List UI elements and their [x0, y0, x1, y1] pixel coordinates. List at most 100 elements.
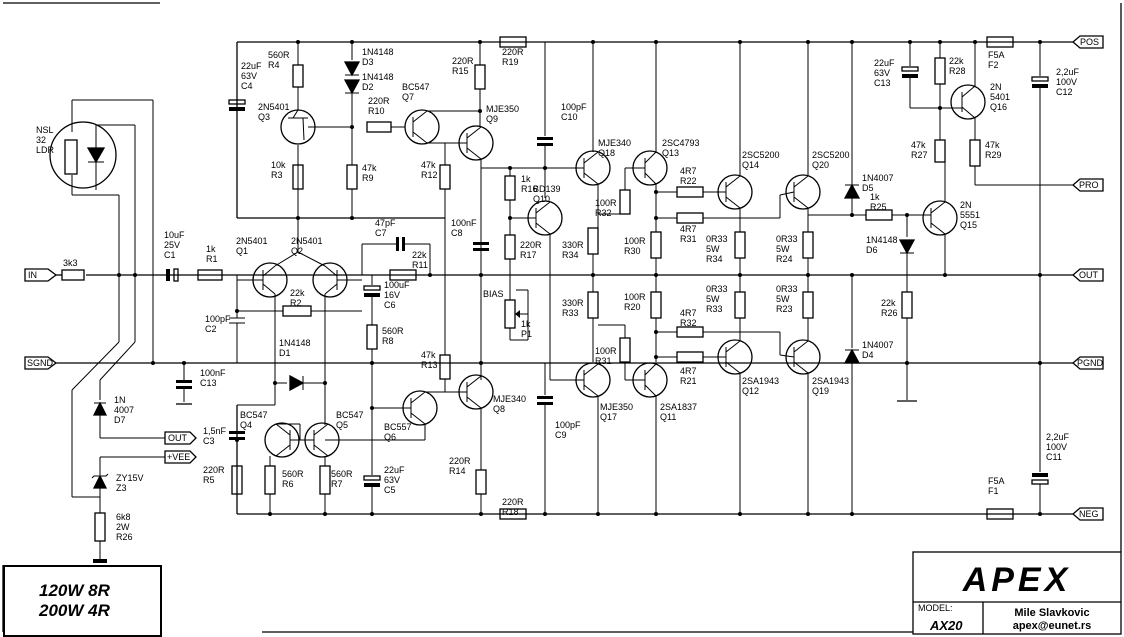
- label-line: 1N4148: [279, 338, 311, 348]
- label-line: D7: [114, 415, 126, 425]
- label-line: 4007: [114, 405, 134, 415]
- label-line: R26: [881, 308, 898, 318]
- label-line: 0R33: [776, 234, 798, 244]
- bias-diodes: [343, 40, 405, 220]
- label-line: 4R7: [680, 166, 697, 176]
- label-line: R8: [382, 336, 394, 346]
- label-line: 2N5401: [258, 102, 290, 112]
- label-line: Q19: [812, 386, 829, 396]
- label-line: 3k3: [63, 258, 78, 268]
- label-line: 2W: [116, 522, 130, 532]
- label-line: R20: [624, 302, 641, 312]
- label-line: 100uF: [384, 280, 410, 290]
- label-line: 2N: [960, 200, 972, 210]
- label-line: 2,2uF: [1046, 432, 1070, 442]
- label-line: Q9: [486, 114, 498, 124]
- label-line: 63V: [384, 475, 400, 485]
- label-line: 560R: [331, 469, 353, 479]
- label-line: 2SC5200: [742, 150, 780, 160]
- label-line: MJE350: [486, 104, 519, 114]
- label-line: 1k: [521, 174, 531, 184]
- label-line: 5401: [990, 92, 1010, 102]
- label-line: R33: [706, 304, 723, 314]
- label-line: 22k: [412, 250, 427, 260]
- label-line: 1N4148: [362, 72, 394, 82]
- label-line: C10: [561, 112, 578, 122]
- label-line: 100V: [1046, 442, 1067, 452]
- label-line: 100R: [624, 292, 646, 302]
- label-line: Q14: [742, 160, 759, 170]
- label-line: C7: [375, 228, 387, 238]
- label-line: 47k: [421, 350, 436, 360]
- label-line: R23: [776, 304, 793, 314]
- label-line: C2: [205, 324, 217, 334]
- current-mirror: [229, 363, 381, 516]
- label-line: 47k: [421, 160, 436, 170]
- port-out: OUT: [1079, 270, 1099, 280]
- label-line: D4: [862, 350, 874, 360]
- label-line: 22uF: [384, 465, 405, 475]
- label-line: 5551: [960, 210, 980, 220]
- label-line: 2N: [990, 82, 1002, 92]
- label-line: 220R: [368, 96, 390, 106]
- label-line: BIAS: [483, 289, 504, 299]
- label-line: C13: [874, 78, 891, 88]
- label-line: F2: [988, 60, 999, 70]
- label-line: R3: [271, 170, 283, 180]
- label-line: NSL: [36, 125, 54, 135]
- label-line: 560R: [382, 326, 404, 336]
- label-line: 5W: [706, 244, 720, 254]
- label-line: 2N5401: [236, 236, 268, 246]
- label-line: 2,2uF: [1056, 67, 1080, 77]
- label-line: MJE340: [598, 138, 631, 148]
- label-line: R16: [521, 184, 538, 194]
- diff-pair: [235, 145, 362, 425]
- label-line: 2SA1943: [742, 376, 779, 386]
- label-line: R27: [911, 150, 928, 160]
- label-line: Q1: [236, 246, 248, 256]
- label-line: C3: [203, 436, 215, 446]
- port-pos: POS: [1080, 37, 1099, 47]
- output-terminals: [1072, 35, 1104, 521]
- label-line: 100pF: [205, 314, 231, 324]
- label-line: 5W: [776, 244, 790, 254]
- author-name: Mile Slavkovic: [1014, 607, 1089, 619]
- label-line: 220R: [502, 497, 524, 507]
- label-line: Q15: [960, 220, 977, 230]
- input-stage-passives: [166, 268, 245, 405]
- label-line: R28: [949, 66, 966, 76]
- label-line: 0R33: [706, 284, 728, 294]
- label-line: Q20: [812, 160, 829, 170]
- label-line: 22k: [881, 298, 896, 308]
- model-label: MODEL:: [918, 603, 953, 613]
